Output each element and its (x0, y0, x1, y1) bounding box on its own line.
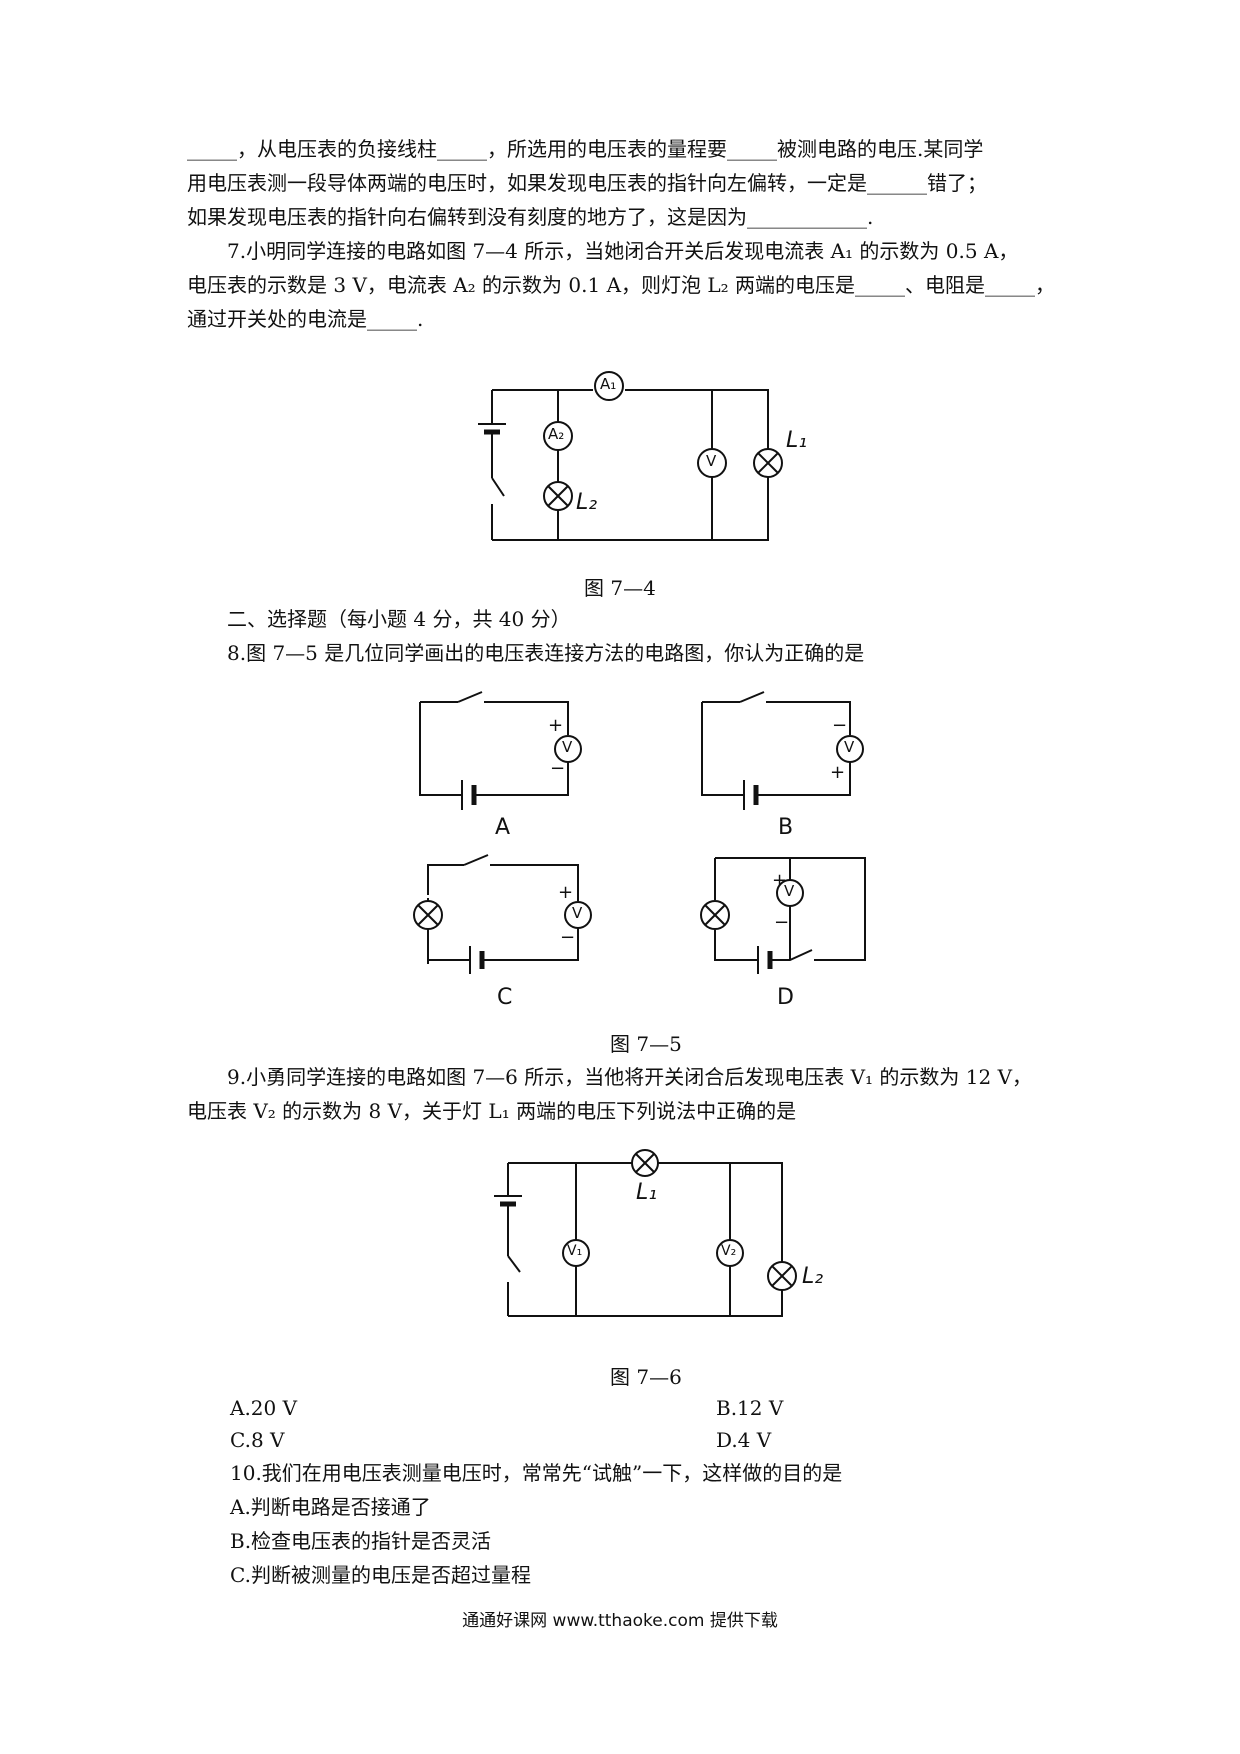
fig75-d-minus: − (774, 912, 790, 933)
fig76-caption: 图 7—6 (610, 1365, 682, 1389)
fig76-v1-label: V₁ (567, 1243, 583, 1259)
fig74-caption: 图 7—4 (584, 576, 656, 600)
q9-option-d: D.4 V (716, 1428, 772, 1452)
fig75-label-a: A (495, 815, 511, 840)
lamp-d-icon (700, 900, 730, 930)
fig75-a-v-label: V (562, 738, 573, 756)
q9-line-1: 9.小勇同学连接的电路如图 7—6 所示，当他将开关闭合后发现电压表 V₁ 的示… (227, 1065, 1033, 1089)
section-2-heading: 二、选择题（每小题 4 分，共 40 分） (227, 607, 571, 631)
q9-option-b: B.12 V (716, 1396, 784, 1420)
q6-line-3: 如果发现电压表的指针向右偏转到没有刻度的地方了，这是因为____________… (187, 205, 874, 229)
fig75-c-v-label: V (572, 904, 583, 922)
fig75-label-d: D (777, 985, 794, 1010)
lamp-l1-icon (753, 448, 783, 478)
lamp-l2-icon (543, 481, 573, 511)
fig75-label-c: C (497, 985, 513, 1010)
fig74-v-label: V (706, 452, 717, 470)
q7-line-3: 通过开关处的电流是_____. (187, 307, 424, 331)
fig74-a2-label: A₂ (548, 425, 565, 443)
fig75-a-plus: + (548, 715, 564, 736)
q10-option-a: A.判断电路是否接通了 (230, 1495, 431, 1519)
q6-line-1: _____，从电压表的负接线柱_____，所选用的电压表的量程要_____被测电… (187, 137, 984, 161)
fig75-b-plus: + (830, 762, 846, 783)
fig74-a1-label: A₁ (600, 375, 617, 393)
fig74-l2-label: L₂ (576, 490, 598, 515)
q7-line-1: 7.小明同学连接的电路如图 7—4 所示，当她闭合开关后发现电流表 A₁ 的示数… (227, 239, 1019, 263)
fig76-v2-label: V₂ (721, 1243, 737, 1259)
fig75-b-minus: − (832, 715, 848, 736)
q7-line-2: 电压表的示数是 3 V，电流表 A₂ 的示数为 0.1 A，则灯泡 L₂ 两端的… (187, 273, 1056, 297)
lamp-l2-icon (767, 1261, 797, 1291)
fig76-l2-label: L₂ (802, 1264, 824, 1289)
q8-text: 8.图 7—5 是几位同学画出的电压表连接方法的电路图，你认为正确的是 (227, 641, 865, 665)
fig75-d-plus: + (772, 870, 788, 891)
q6-line-2: 用电压表测一段导体两端的电压时，如果发现电压表的指针向左偏转，一定是______… (187, 171, 987, 195)
fig75-c-plus: + (558, 882, 574, 903)
fig75-label-b: B (778, 815, 794, 840)
q10-option-c: C.判断被测量的电压是否超过量程 (230, 1563, 531, 1587)
fig76-l1-label: L₁ (636, 1180, 658, 1205)
q9-option-a: A.20 V (230, 1396, 298, 1420)
fig74-l1-label: L₁ (786, 428, 808, 453)
fig75-d-v-label: V (784, 882, 795, 900)
page-footer: 通通好课网 www.tthaoke.com 提供下载 (462, 1611, 778, 1631)
lamp-c-icon (413, 900, 443, 930)
lamp-l1-icon (631, 1149, 659, 1177)
q9-option-c: C.8 V (230, 1428, 285, 1452)
fig75-a-minus: − (550, 758, 566, 779)
fig75-b-v-label: V (844, 738, 855, 756)
fig75-caption: 图 7—5 (610, 1032, 682, 1056)
q10-text: 10.我们在用电压表测量电压时，常常先“试触”一下，这样做的目的是 (230, 1461, 843, 1485)
q9-line-2: 电压表 V₂ 的示数为 8 V，关于灯 L₁ 两端的电压下列说法中正确的是 (187, 1099, 797, 1123)
fig75-c-minus: − (560, 927, 576, 948)
q10-option-b: B.检查电压表的指针是否灵活 (230, 1529, 492, 1553)
